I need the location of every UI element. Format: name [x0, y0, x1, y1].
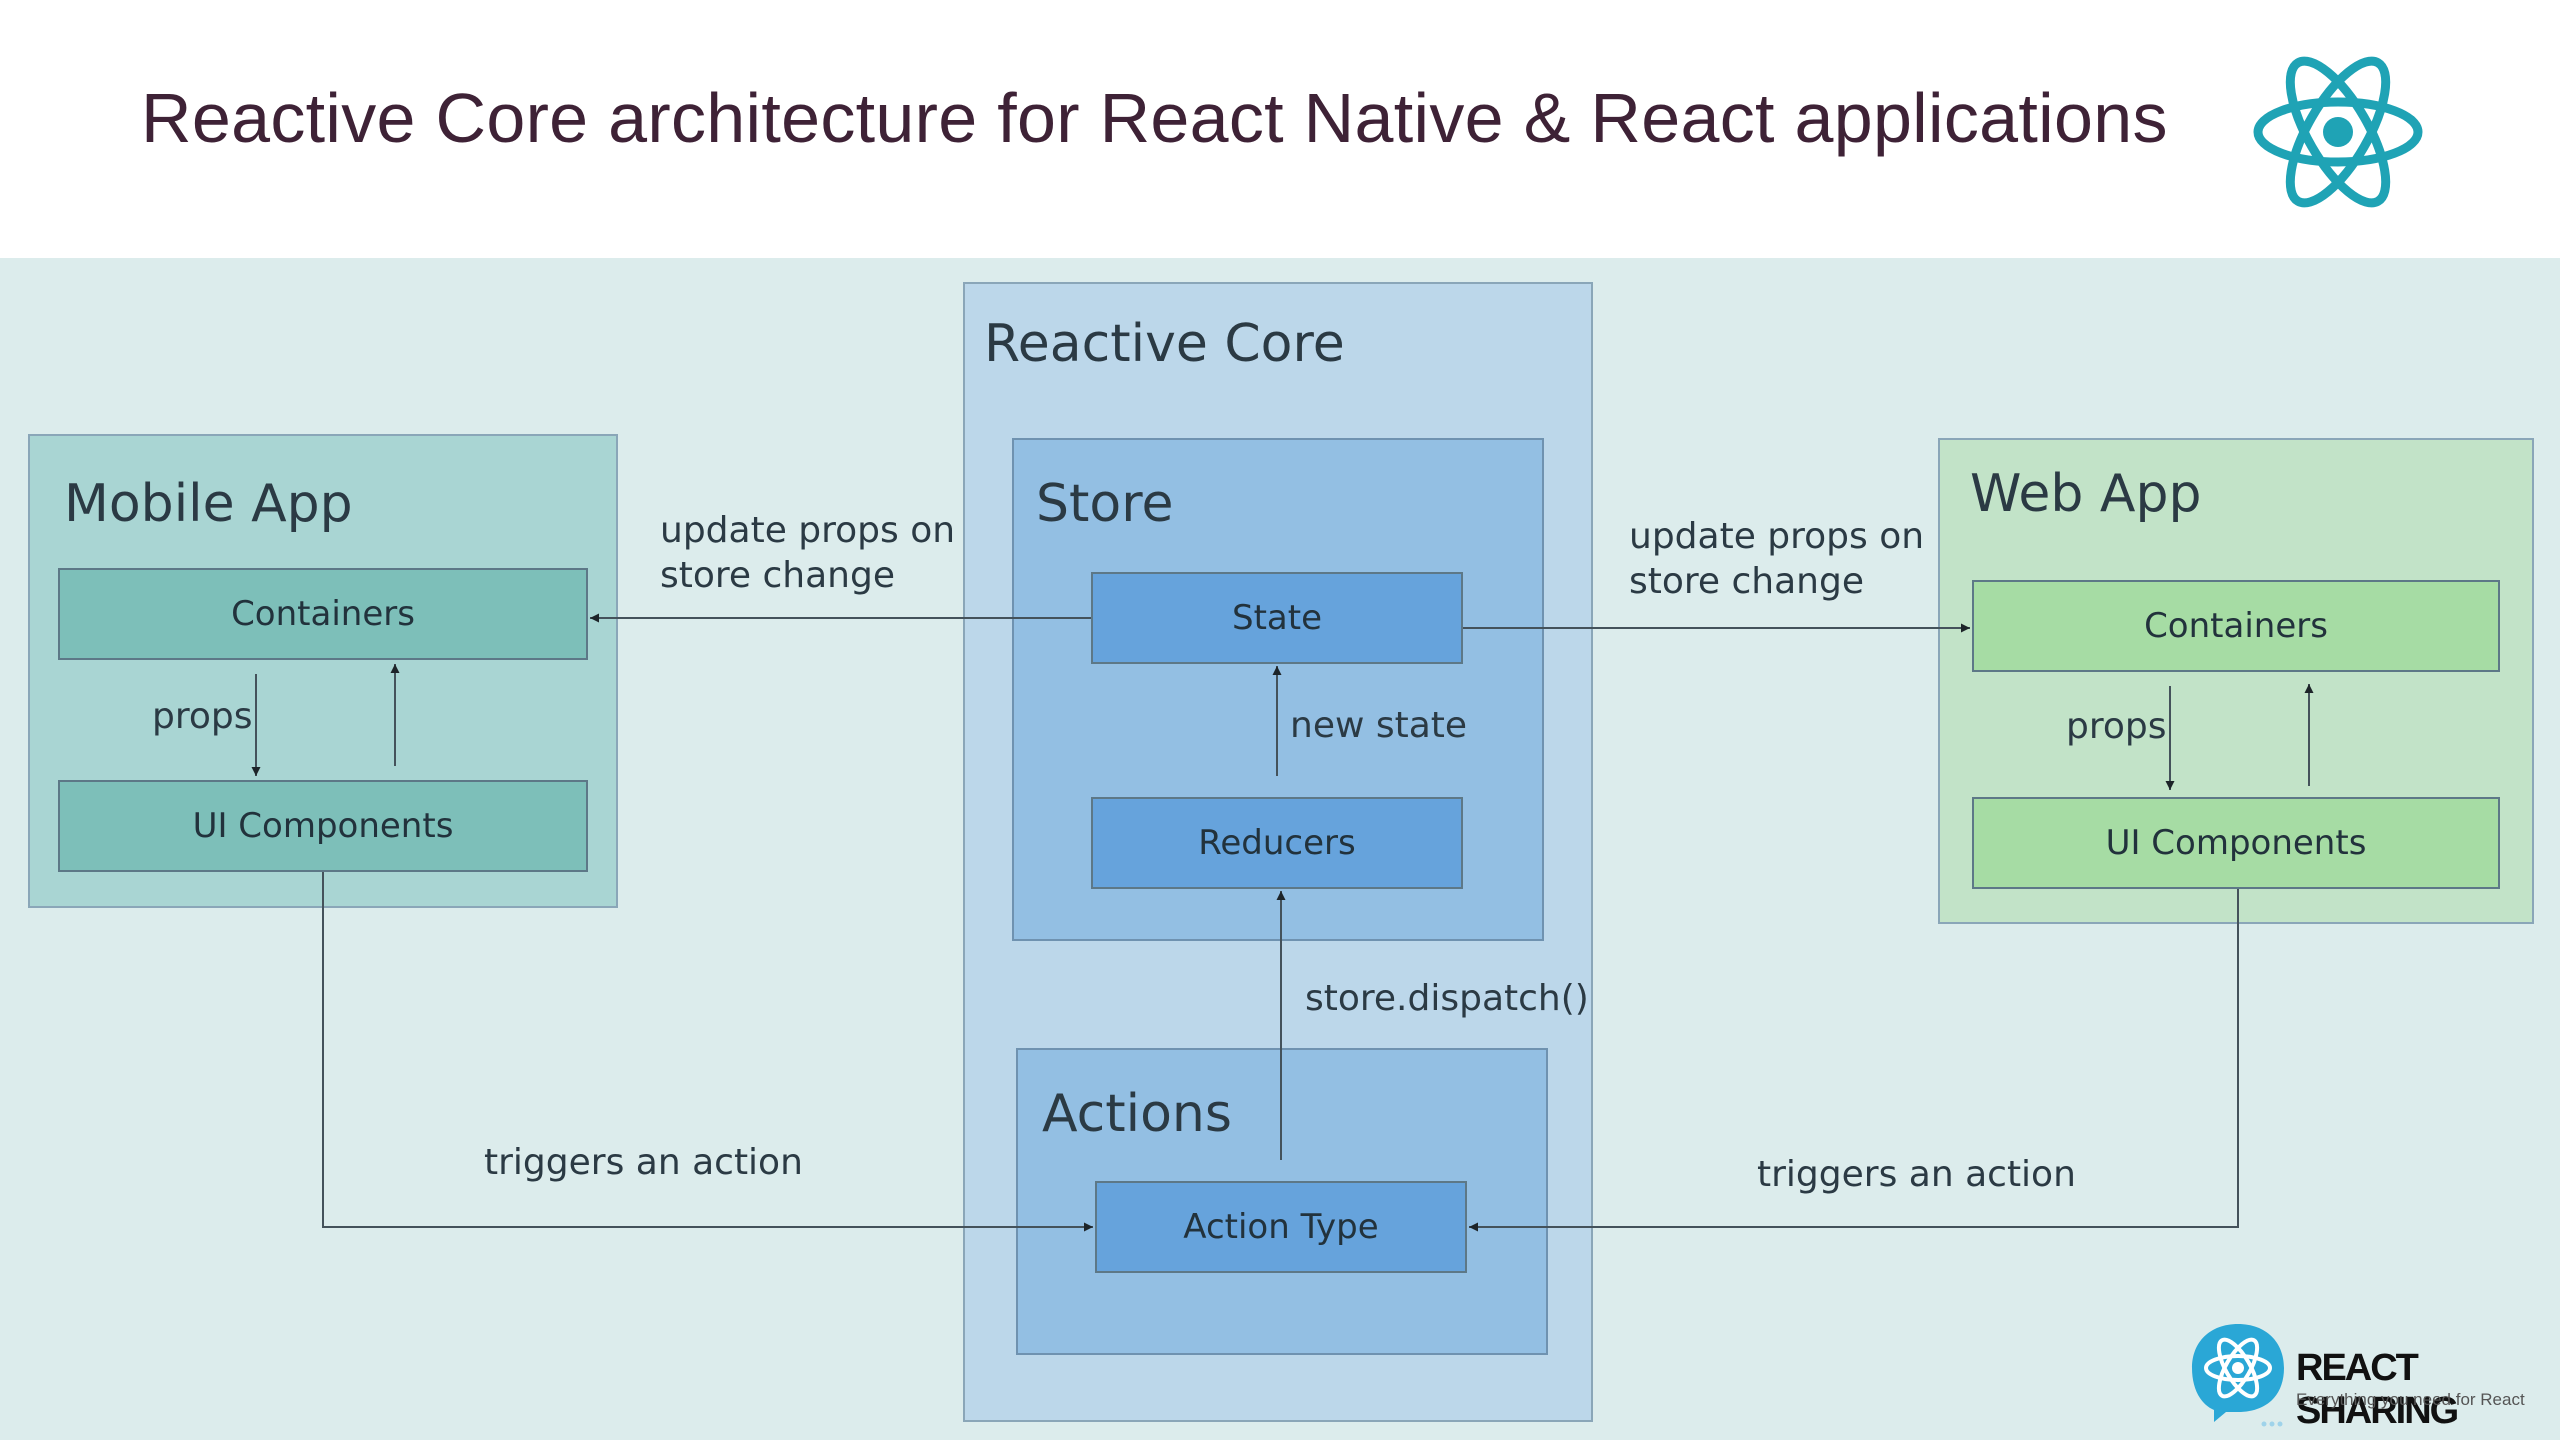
reducers-box: Reducers — [1091, 797, 1463, 889]
dispatch-label: store.dispatch() — [1305, 978, 1589, 1019]
reactive-core-title: Reactive Core — [984, 314, 1345, 374]
mobile-trigger-arrow — [322, 872, 1093, 1232]
triggers-action-left-label: triggers an action — [484, 1142, 803, 1183]
web-app-title: Web App — [1970, 464, 2202, 524]
brand-name: REACT SHARING — [2296, 1347, 2459, 1432]
mobile-ui-components-box: UI Components — [58, 780, 588, 872]
react-atom-icon — [2253, 56, 2423, 208]
triggers-action-right-label: triggers an action — [1757, 1154, 2076, 1195]
store-title: Store — [1036, 474, 1174, 534]
mobile-containers-box: Containers — [58, 568, 588, 660]
web-containers-box: Containers — [1972, 580, 2500, 672]
state-box: State — [1091, 572, 1463, 664]
update-props-left-line2: store change — [660, 555, 895, 596]
web-props-label: props — [2066, 706, 2167, 747]
mobile-props-label: props — [152, 696, 253, 737]
react-sharing-logo-icon — [2192, 1324, 2284, 1427]
new-state-label: new state — [1290, 705, 1468, 746]
mobile-app-title: Mobile App — [64, 474, 353, 534]
web-trigger-arrow — [1469, 889, 2239, 1232]
update-props-left-line1: update props on — [660, 510, 956, 551]
actions-title: Actions — [1042, 1084, 1232, 1144]
update-props-right-line1: update props on — [1629, 516, 1925, 557]
web-ui-components-box: UI Components — [1972, 797, 2500, 889]
action-type-box: Action Type — [1095, 1181, 1467, 1273]
brand-tagline: Everything you need for React — [2296, 1390, 2525, 1409]
page-title: Reactive Core architecture for React Nat… — [141, 79, 2168, 157]
update-props-right-line2: store change — [1629, 561, 1864, 602]
